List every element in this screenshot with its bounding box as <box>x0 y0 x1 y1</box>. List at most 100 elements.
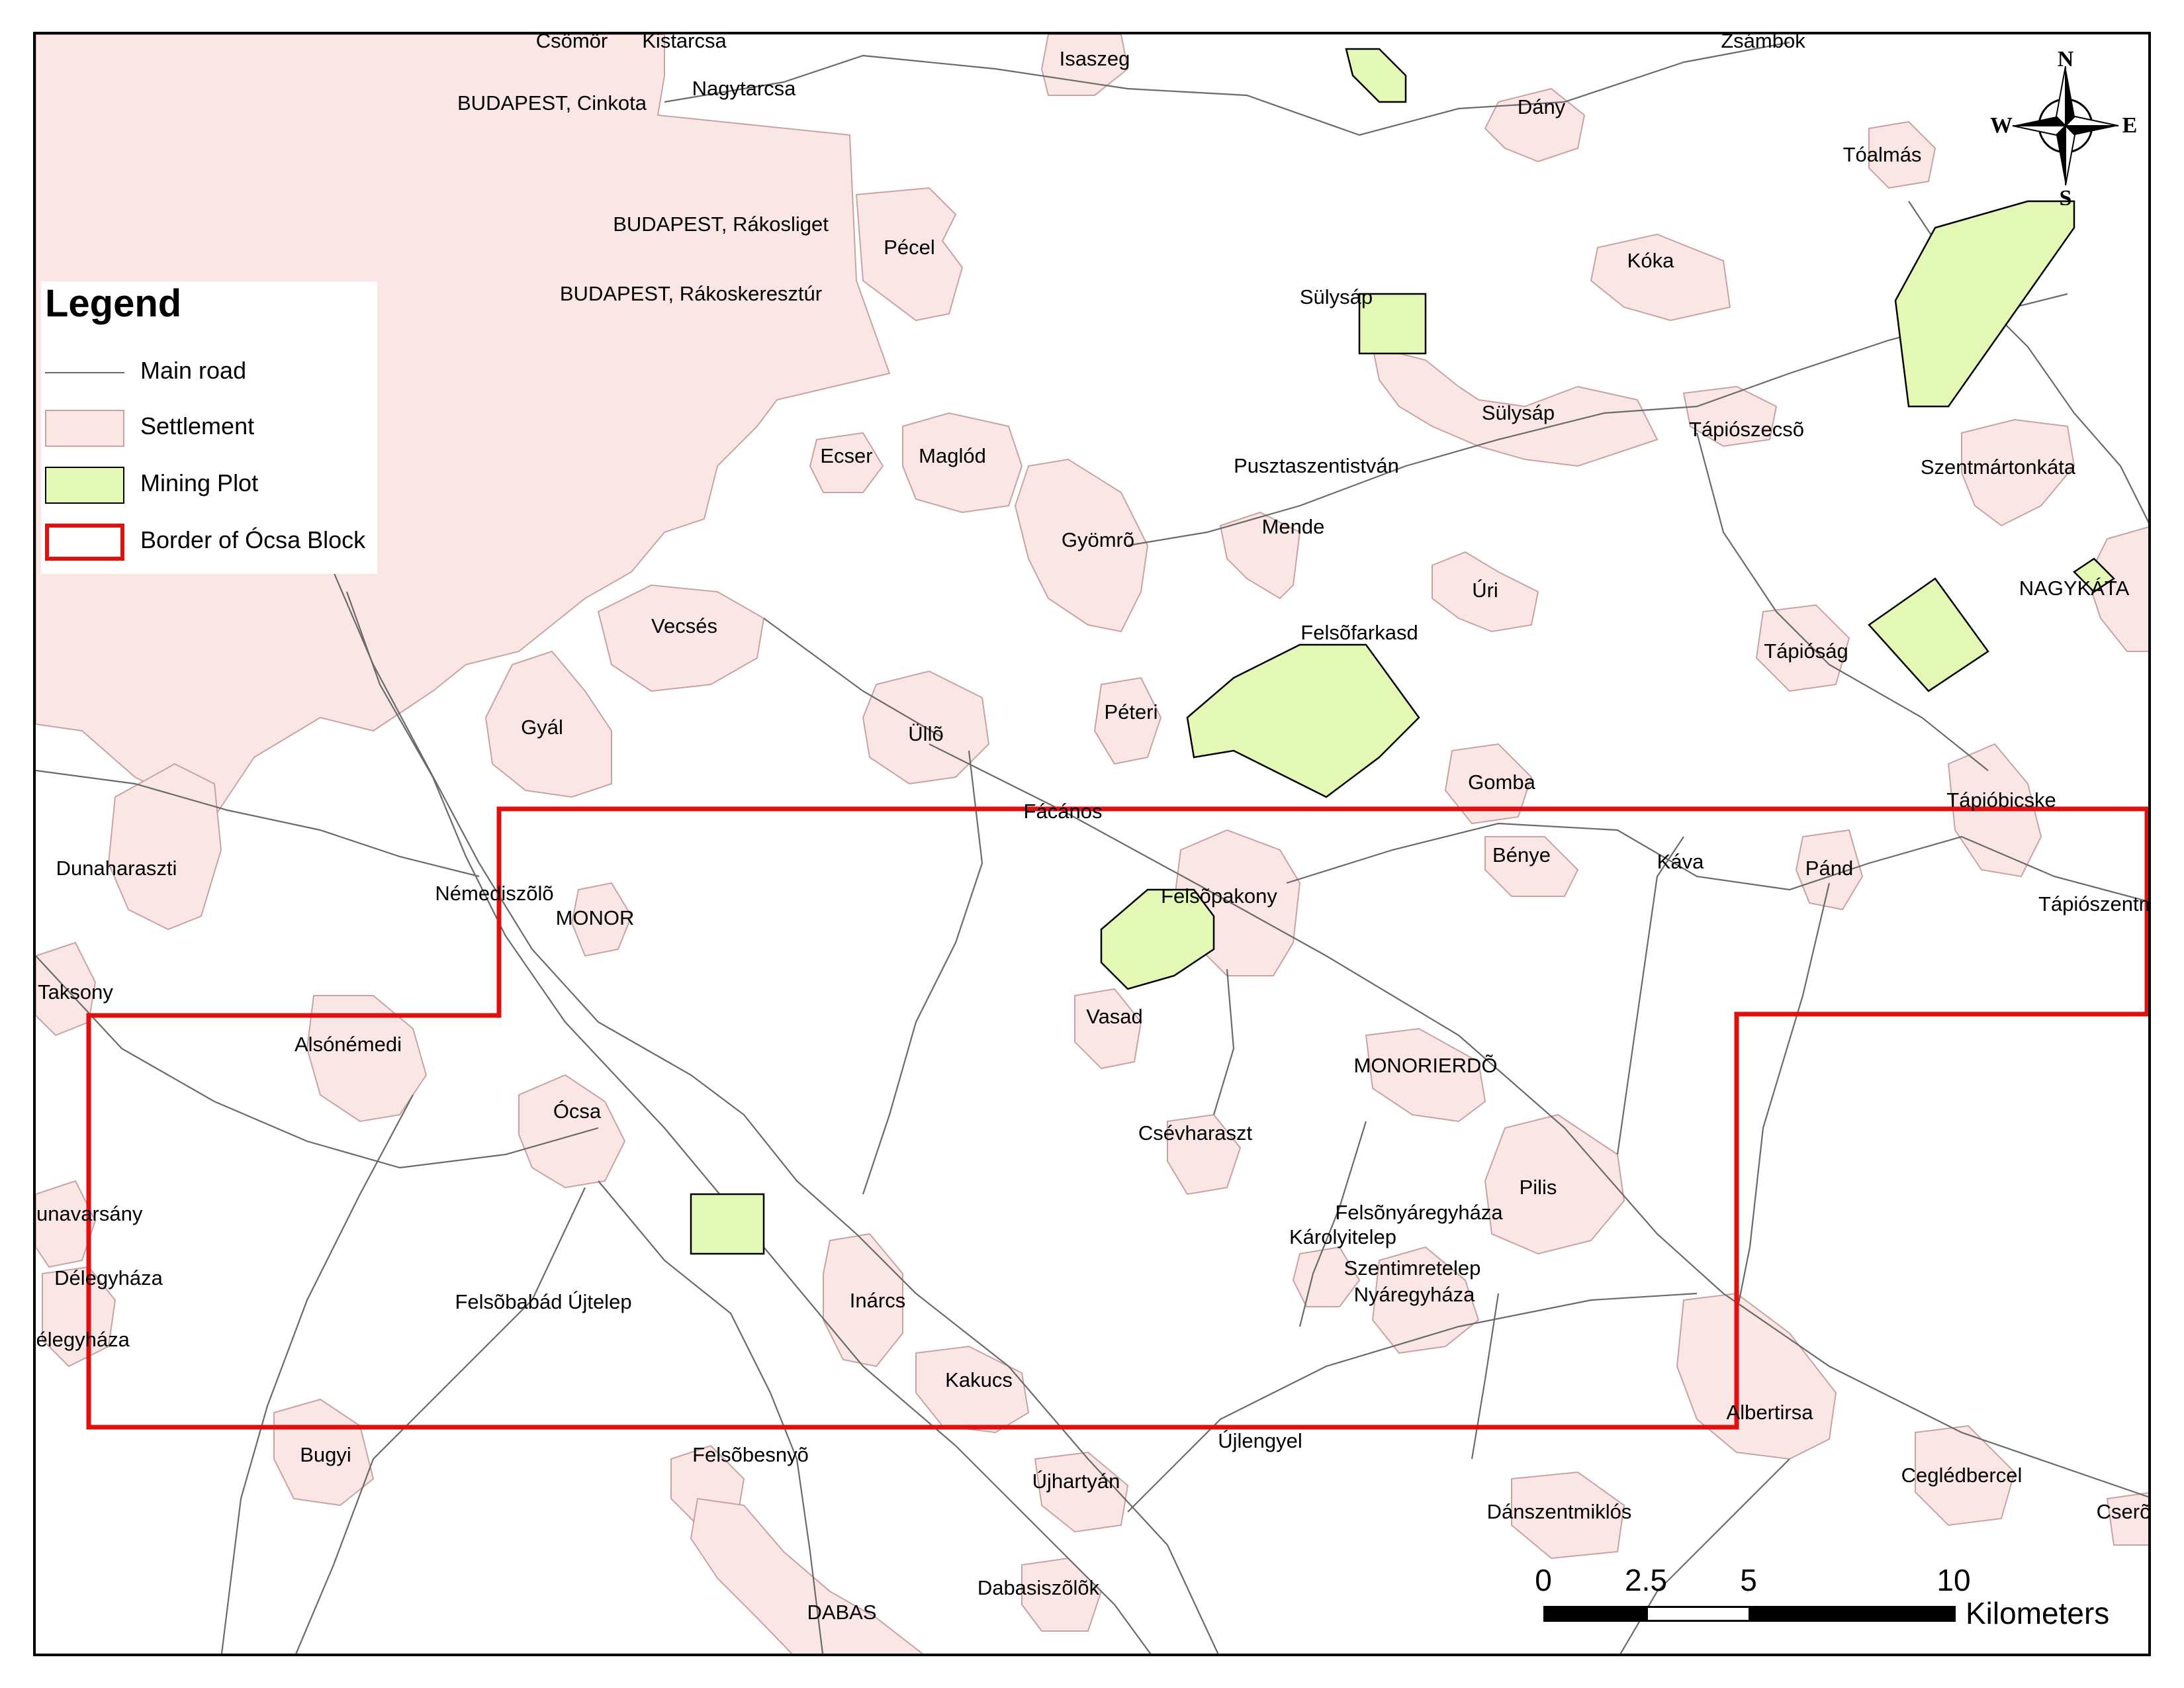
road-symbol <box>45 354 124 391</box>
place-label: Sülysáp <box>1482 401 1555 424</box>
settlement-benye <box>1484 836 1579 897</box>
place-label: DABAS <box>807 1601 876 1624</box>
road <box>1735 882 1831 1314</box>
scale-tick-5: 5 <box>1740 1563 1757 1597</box>
place-label: Felsõnyáregyháza <box>1335 1201 1503 1224</box>
road <box>36 769 480 878</box>
road <box>1471 1293 1500 1460</box>
place-label: Újlengyel <box>1218 1429 1302 1452</box>
mining-plot <box>1100 888 1215 990</box>
place-label: MONORIERDÕ <box>1354 1054 1498 1077</box>
place-label: Maglód <box>919 444 986 467</box>
place-label: Tápiószentmárton <box>2038 892 2151 915</box>
compass-east-label: E <box>2122 113 2138 138</box>
mining-plot <box>2073 557 2115 593</box>
settlement-danszentmiklos <box>1511 1471 1625 1560</box>
settlement-maglod <box>902 412 1023 514</box>
scale-segment <box>1749 1606 1956 1622</box>
settlement-vecses <box>597 584 765 692</box>
place-label: Úri <box>1472 579 1498 602</box>
place-label: Péteri <box>1105 700 1158 724</box>
place-label: Felsõbabád Újtelep <box>455 1290 631 1313</box>
place-label: MONOR <box>556 906 635 929</box>
place-label: Szentmártonkáta <box>1921 455 2076 479</box>
place-label: Mende <box>1262 515 1325 538</box>
settlement-dunaharaszti <box>107 763 222 931</box>
place-label: Gyömrõ <box>1062 528 1134 551</box>
settlement-isaszeg <box>1040 34 1129 96</box>
place-label: BUDAPEST, Cinkota <box>457 91 647 115</box>
road <box>763 618 943 738</box>
settlement-pand <box>1795 829 1864 911</box>
settlement-ocsa <box>518 1074 626 1189</box>
settlement-gomba <box>1444 743 1533 825</box>
place-label: Délegyháza <box>54 1266 163 1289</box>
settlement-gyal <box>484 650 612 798</box>
legend-label-road: Main road <box>140 357 247 384</box>
settlement-pecel <box>855 187 964 322</box>
road <box>295 1187 586 1654</box>
place-label: Pánd <box>1805 857 1853 880</box>
compass-west-label: W <box>1990 113 2013 138</box>
road <box>1286 822 2148 903</box>
road <box>1616 836 1684 1155</box>
place-label: Gomba <box>1468 771 1535 794</box>
place-label: Némediszõlõ <box>435 882 553 905</box>
place-label: Nyáregyháza <box>1354 1283 1475 1306</box>
legend-label-border: Border of Ócsa Block <box>140 526 366 553</box>
place-label: Dunaharaszti <box>56 857 177 880</box>
place-label: Felsõpakony <box>1161 884 1277 908</box>
place-label: Pusztaszentistván <box>1234 454 1399 477</box>
road <box>1127 1292 1698 1513</box>
place-label: Délegyháza <box>36 1328 130 1351</box>
settlement-koka <box>1590 233 1731 322</box>
place-label: Cserõ <box>2097 1500 2151 1523</box>
place-label: Szentimretelep <box>1344 1256 1481 1280</box>
legend-item-border: Border of Ócsa Block <box>41 517 377 561</box>
road <box>664 41 1790 136</box>
settlement-karolyitelep <box>1292 1246 1361 1307</box>
place-label: Vecsés <box>651 614 717 637</box>
place-label: Ceglédbercel <box>1901 1464 2023 1487</box>
place-label: Csévharaszt <box>1138 1121 1253 1145</box>
road <box>345 591 1152 1654</box>
place-label: Sülysáp <box>1300 285 1373 308</box>
road <box>598 1180 824 1654</box>
place-label: Dánszentmiklós <box>1487 1500 1632 1523</box>
scale-tick-0: 0 <box>1535 1563 1552 1597</box>
road <box>220 1094 414 1654</box>
place-label: BUDAPEST, Rákosliget <box>613 212 829 236</box>
road <box>36 955 599 1169</box>
place-label: Dunavarsány <box>36 1202 143 1225</box>
place-label: Üllõ <box>908 722 943 745</box>
place-label: NAGYKÁTA <box>2019 577 2130 600</box>
settlement-tapioszecso <box>1682 385 1778 447</box>
legend: Legend Main road Settlement Mining Plot … <box>41 281 377 574</box>
settlement-pilis <box>1484 1113 1625 1255</box>
place-label: Tóalmás <box>1843 143 1922 166</box>
scale-segment <box>1646 1606 1751 1622</box>
place-label: Csömör <box>536 34 608 52</box>
road <box>862 750 983 1195</box>
place-label: Gyál <box>521 716 563 739</box>
settlement-albertirsa <box>1676 1292 1837 1460</box>
legend-label-mining: Mining Plot <box>140 469 259 496</box>
place-label: Pécel <box>884 236 935 259</box>
place-label: Alsónémedi <box>295 1033 402 1056</box>
place-label: Tápióság <box>1764 639 1848 663</box>
place-label: Kakucs <box>945 1368 1013 1391</box>
compass-rose-icon: N S E W <box>1990 47 2138 205</box>
legend-item-road: Main road <box>41 348 377 389</box>
place-label: Tápiószecsõ <box>1689 418 1804 441</box>
place-label: Zsámbok <box>1721 34 1805 52</box>
settlement-ceglbercel <box>1915 1425 2016 1526</box>
place-label: Isaszeg <box>1060 47 1130 70</box>
scale-tick-10: 10 <box>1936 1563 1971 1597</box>
place-label: Fácános <box>1024 800 1103 823</box>
settlement-dunavarsany <box>36 1180 97 1268</box>
legend-item-settlement: Settlement <box>41 403 377 447</box>
place-label: Bénye <box>1492 843 1551 867</box>
scale-bar: 0 2.5 5 10 Kilometers <box>1516 1556 2144 1635</box>
place-label: Nagytarcsa <box>692 77 797 100</box>
